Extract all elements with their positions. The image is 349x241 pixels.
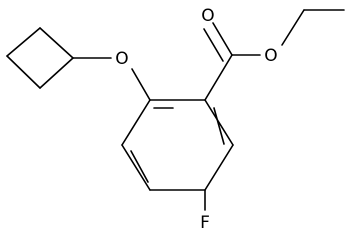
bonds: [6, 9, 345, 211]
ring-bond: [204, 99, 234, 146]
aromatic-inner-bond: [213, 107, 225, 145]
cyclobutyl-bond: [6, 27, 41, 57]
ring-bond: [121, 99, 151, 146]
carbonyl-double-bond: [203, 28, 224, 62]
ring-bond: [204, 144, 234, 191]
atom-labels: O O O F: [115, 6, 277, 233]
fluorine-label: F: [200, 213, 210, 233]
ester-oxygen-label: O: [264, 46, 277, 66]
carbonyl-oxygen-label: O: [201, 6, 214, 26]
oxygen-aryl-bond: [131, 68, 151, 101]
ether-oxygen-label: O: [115, 49, 128, 69]
carbonyl-double-bond: [212, 22, 233, 56]
ring-bond: [121, 144, 151, 191]
cyclobutyl-bond: [39, 57, 74, 89]
cyclobutyl-bond: [39, 27, 74, 59]
ester-oxygen-ethyl-bond: [281, 9, 305, 46]
aromatic-inner-bond: [130, 150, 149, 183]
cyclobutyl-bond: [6, 55, 41, 89]
ring-carbonyl-bond: [204, 54, 233, 101]
